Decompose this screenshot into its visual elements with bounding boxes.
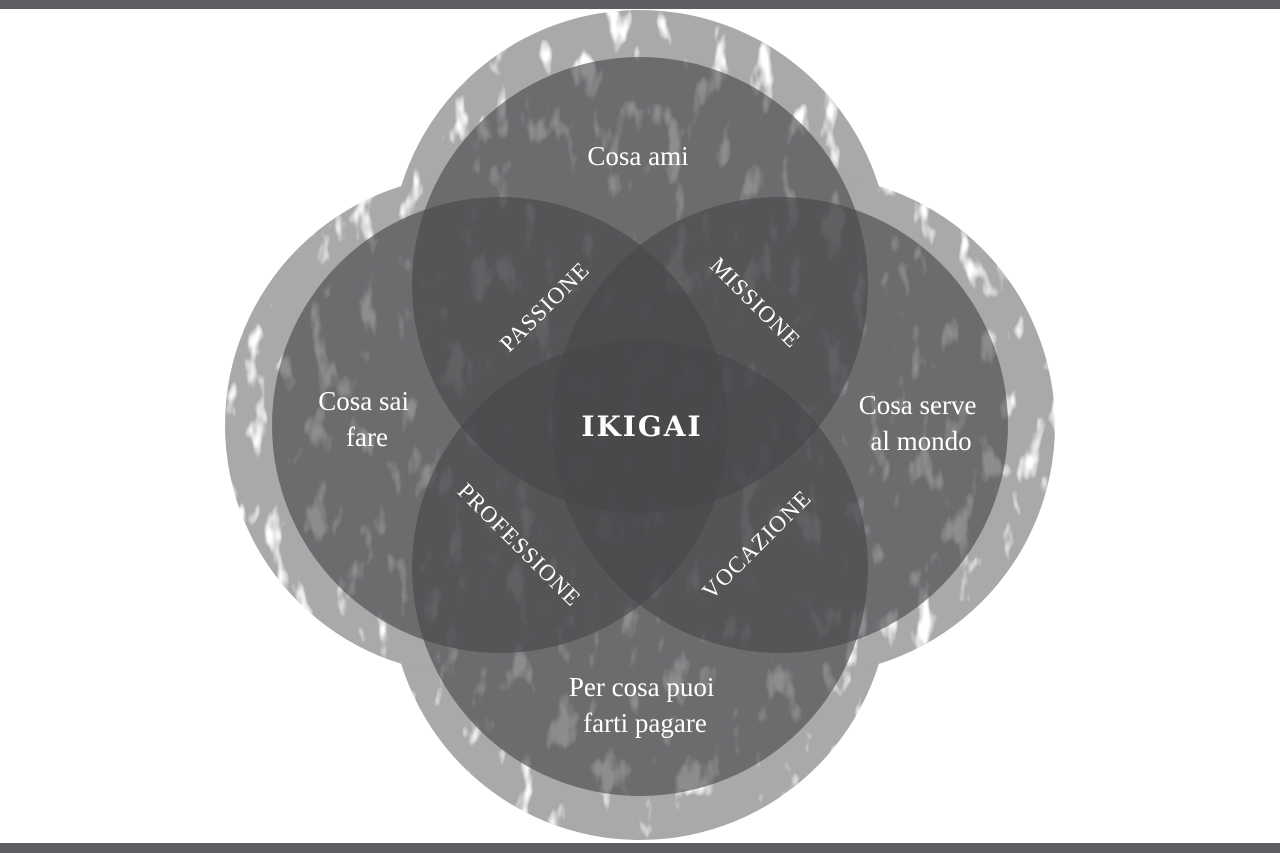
label-ikigai-center: IKIGAI: [581, 410, 702, 443]
label-right-line-1: Cosa serve: [859, 390, 977, 420]
label-right-circle: Cosa serve al mondo: [859, 390, 983, 456]
label-left-line-1: Cosa sai: [318, 386, 409, 416]
label-left-line-2: fare: [346, 422, 388, 452]
label-bottom-line-2: farti pagare: [583, 708, 707, 738]
bottom-frame-bar: [0, 843, 1280, 853]
circle-bottom: [412, 340, 868, 796]
label-left-circle: Cosa sai fare: [318, 386, 416, 452]
venn-circles: [272, 57, 1008, 796]
label-bottom-line-1: Per cosa puoi: [569, 672, 714, 702]
label-top-circle: Cosa ami: [587, 141, 688, 171]
label-bottom-circle: Per cosa puoi farti pagare: [569, 672, 721, 738]
top-frame-bar: [0, 0, 1280, 9]
label-right-line-2: al mondo: [870, 426, 971, 456]
